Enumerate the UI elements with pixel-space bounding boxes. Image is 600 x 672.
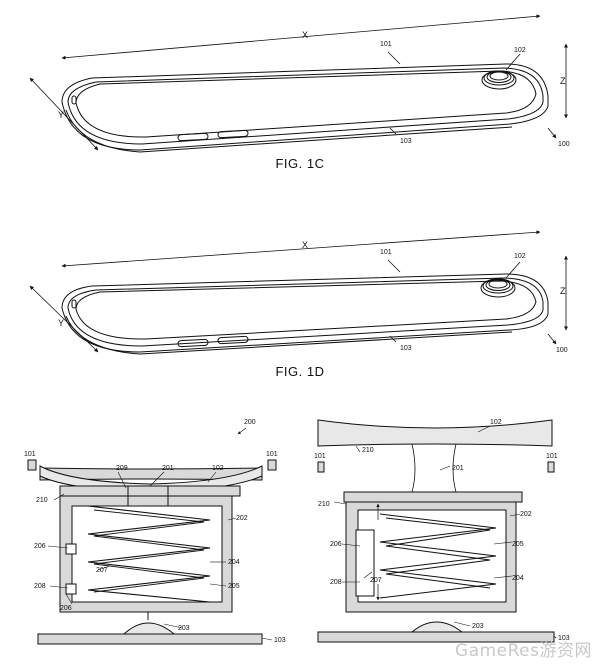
phone-illustration	[61, 63, 549, 153]
ref-102-label: 102	[514, 47, 526, 54]
leader-lines	[333, 425, 557, 639]
ref-202-label: 202	[236, 515, 248, 522]
ref-202-label: 202	[520, 511, 532, 518]
z-axis-label: Z	[560, 286, 566, 296]
z-axis-label: Z	[560, 76, 566, 86]
housing-block	[267, 459, 277, 471]
figure-1c: X Y Z 101 102 103 100 FIG. 1C	[29, 14, 570, 171]
actuator-plate	[59, 485, 241, 497]
magnet-block	[355, 529, 375, 597]
magnet-block	[65, 583, 77, 595]
ref-210-label: 210	[36, 497, 48, 504]
dome-switch	[122, 622, 176, 635]
housing-block	[27, 459, 37, 471]
leader-lines	[47, 427, 273, 641]
ref-201-label: 201	[452, 465, 464, 472]
ref-103-label: 103	[400, 138, 412, 145]
ref-100-label: 100	[558, 141, 570, 148]
ref-204-label: 204	[228, 559, 240, 566]
ref-103-label: 103	[274, 637, 286, 644]
plunger	[127, 486, 169, 506]
ref-208-label: 208	[34, 583, 46, 590]
button-assembly-actuated: 102 210 101 101 201 210 202 206 205 207 …	[314, 419, 570, 643]
ref-101-label: 101	[380, 41, 392, 48]
housing-block	[547, 461, 555, 473]
ref-204-label: 204	[512, 575, 524, 582]
button-cover	[39, 467, 263, 481]
ref-203-label: 203	[178, 625, 190, 632]
magnet-block	[65, 543, 77, 555]
button-cover	[317, 419, 553, 447]
ref-207-label: 207	[96, 567, 108, 574]
x-axis-label: X	[302, 240, 308, 250]
ref-102-label: 102	[514, 253, 526, 260]
ref-206-label: 206	[330, 541, 342, 548]
dome-switch	[410, 621, 464, 633]
ref-100-label: 100	[556, 347, 568, 354]
coil-spring	[87, 505, 211, 603]
ref-208-label: 208	[330, 579, 342, 586]
stem-profile	[411, 443, 457, 493]
figure-caption: FIG. 1D	[275, 364, 324, 379]
ref-101-label: 101	[314, 453, 326, 460]
ref-205-label: 205	[228, 583, 240, 590]
phone-illustration	[61, 273, 549, 355]
watermark: GameRes游资网	[455, 641, 592, 661]
base-plate	[37, 633, 263, 645]
ref-210-label: 210	[318, 501, 330, 508]
ref-210-label: 210	[362, 447, 374, 454]
y-axis-label: Y	[58, 110, 64, 120]
ref-101-label: 101	[546, 453, 558, 460]
home-button	[480, 278, 516, 298]
ref-101-label: 101	[380, 249, 392, 256]
figure-1d: X Y Z 101 102 103 100 FIG. 1D	[29, 230, 568, 379]
dimension-arrows	[29, 230, 568, 353]
ref-207-label: 207	[370, 577, 382, 584]
coil-spring	[379, 513, 497, 599]
coil-spring-inner	[385, 517, 491, 589]
ref-102-label: 102	[490, 419, 502, 426]
housing-block	[317, 461, 325, 473]
ref-206-label: 206	[34, 543, 46, 550]
ref-201-label: 201	[162, 465, 174, 472]
ref-103-label: 103	[558, 635, 570, 642]
ref-200-label: 200	[244, 419, 256, 426]
ref-203-label: 203	[472, 623, 484, 630]
ref-206-label: 206	[60, 605, 72, 612]
coil-spring-inner	[93, 509, 205, 593]
ref-101-label: 101	[266, 451, 278, 458]
y-axis-label: Y	[58, 318, 64, 328]
actuator-plate	[343, 491, 523, 503]
spring-housing	[59, 495, 233, 613]
ref-205-label: 205	[512, 541, 524, 548]
figure-caption: FIG. 1C	[275, 156, 324, 171]
ref-103-label: 103	[400, 345, 412, 352]
button-assembly-resting: 200 101 101 209 201 102 210 202 206 207 …	[24, 419, 286, 645]
ref-209-label: 209	[116, 465, 128, 472]
dimension-arrows	[29, 14, 568, 151]
x-axis-label: X	[302, 30, 308, 40]
ref-101-label: 101	[24, 451, 36, 458]
home-button	[481, 70, 517, 90]
ref-102-label: 102	[212, 465, 224, 472]
